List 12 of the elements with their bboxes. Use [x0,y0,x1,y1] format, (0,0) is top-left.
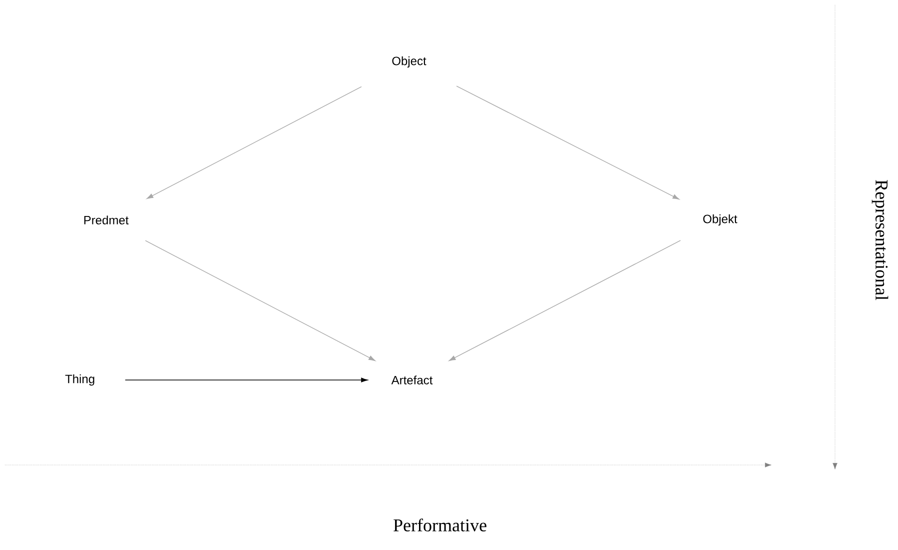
axis-label: Representational [872,180,888,300]
arrow [448,240,681,361]
arrow [456,86,680,200]
arrow [124,378,368,382]
node-label: Object [392,56,426,68]
node-label: Thing [65,374,94,386]
axis-label: Performative [394,518,486,532]
node-label: Predmet [84,216,129,224]
node-label: Artefact [391,376,433,384]
arrow [146,86,362,199]
arrow [145,240,376,361]
node-label: Objekt [703,214,738,226]
